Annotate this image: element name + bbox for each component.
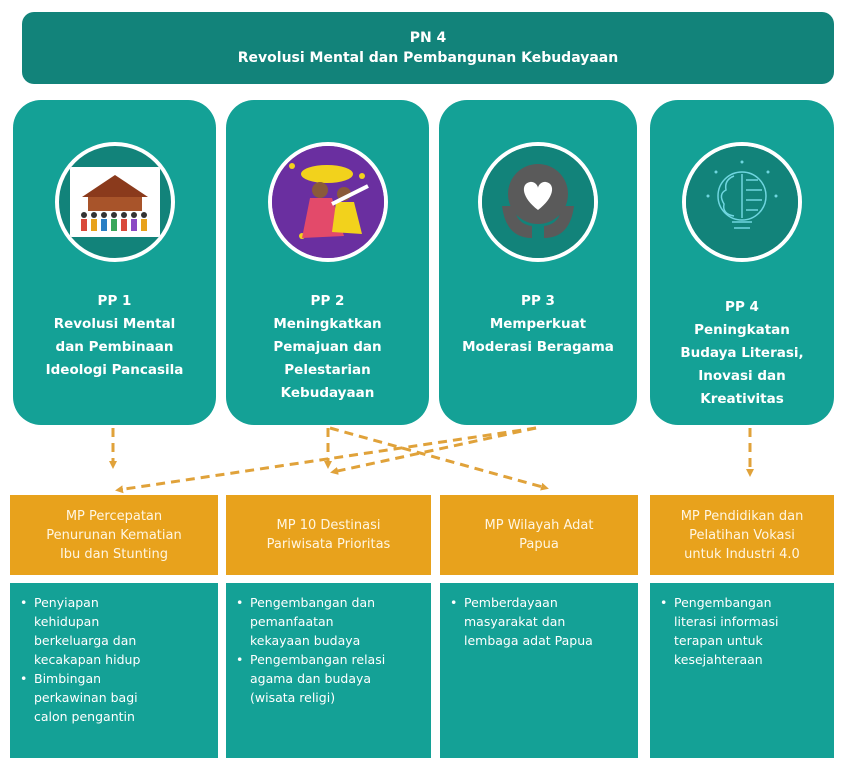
pp-2-code: PP 2: [310, 293, 345, 309]
pp-4-text: PP 4 Peningkatan Budaya Literasi, Inovas…: [650, 296, 834, 411]
detail-list-2: Pengembangan dan pemanfaatan kekayaan bu…: [226, 583, 431, 707]
pn4-code: PN 4: [409, 30, 447, 46]
detail-list-4: Pengembangan literasi informasi terapan …: [650, 583, 834, 669]
pp-card-4: PP 4 Peningkatan Budaya Literasi, Inovas…: [650, 100, 834, 425]
mp-1-line: Ibu dan Stunting: [59, 546, 169, 562]
pn4-header: PN 4 Revolusi Mental dan Pembangunan Keb…: [22, 12, 834, 84]
mp-1-line: Penurunan Kematian: [46, 527, 182, 543]
mp-box-1: MP Percepatan Penurunan Kematian Ibu dan…: [10, 495, 218, 575]
detail-box-3: Pemberdayaan masyarakat dan lembaga adat…: [440, 583, 638, 758]
bullet-line: (wisata religi): [250, 690, 336, 705]
arrow-pp3-mp1: [115, 426, 537, 494]
pp-3-line: Moderasi Beragama: [462, 339, 614, 355]
mp-box-2: MP 10 Destinasi Pariwisata Prioritas: [226, 495, 431, 575]
pp-3-line: Memperkuat: [489, 316, 587, 332]
bullet-line: kesejahteraan: [674, 652, 763, 667]
pp-2-line: Kebudayaan: [280, 385, 375, 401]
bullet-line: kehidupan: [34, 614, 100, 629]
pp-1-line: Ideologi Pancasila: [45, 362, 184, 378]
bullet-line: lembaga adat Papua: [464, 633, 593, 648]
bullet-line: Penyiapan: [34, 595, 99, 610]
mp-box-3: MP Wilayah Adat Papua: [440, 495, 638, 575]
bullet-line: perkawinan bagi: [34, 690, 138, 705]
pp-1-line: dan Pembinaan: [55, 339, 174, 355]
pp-3-text: PP 3 Memperkuat Moderasi Beragama: [439, 290, 637, 359]
pp-2-line: Pemajuan dan: [273, 339, 382, 355]
mp-3-line: Papua: [519, 537, 559, 552]
arrow-pp2-mp3: [329, 426, 549, 491]
detail-list-1: Penyiapan kehidupan berkeluarga dan keca…: [10, 583, 218, 726]
pp-2-line: Pelestarian: [284, 362, 371, 378]
pp-2-line: Meningkatkan: [273, 316, 382, 332]
bullet-line: masyarakat dan: [464, 614, 566, 629]
bullet-line: Bimbingan: [34, 671, 102, 686]
detail-bullet: Pengembangan dan pemanfaatan kekayaan bu…: [236, 593, 423, 650]
traditional-house-people-icon: [54, 142, 175, 262]
bullet-line: berkeluarga dan: [34, 633, 137, 648]
arrow-pp3-mp2: [330, 426, 537, 475]
pp-card-2: PP 2 Meningkatkan Pemajuan dan Pelestari…: [226, 100, 429, 425]
mp-1-line: MP Percepatan: [65, 508, 163, 524]
bullet-line: Pengembangan: [674, 595, 772, 610]
bullet-line: Pemberdayaan: [464, 595, 558, 610]
mp-4-line: untuk Industri 4.0: [684, 546, 800, 562]
bullet-line: Pengembangan relasi: [250, 652, 386, 667]
pn4-title: Revolusi Mental dan Pembangunan Kebudaya…: [237, 50, 619, 66]
pp-2-text: PP 2 Meningkatkan Pemajuan dan Pelestari…: [226, 290, 429, 405]
pp-1-code: PP 1: [97, 293, 132, 309]
mp-3-line: MP Wilayah Adat: [484, 518, 594, 533]
pp-1-line: Revolusi Mental: [53, 316, 176, 332]
bullet-line: calon pengantin: [34, 709, 135, 724]
detail-bullet: Pengembangan literasi informasi terapan …: [660, 593, 826, 669]
mp-2-line: Pariwisata Prioritas: [266, 537, 391, 552]
pp-card-3: PP 3 Memperkuat Moderasi Beragama: [439, 100, 637, 425]
hands-heart-icon: [478, 142, 598, 262]
mp-2-line: MP 10 Destinasi: [276, 518, 381, 533]
detail-bullet: Bimbingan perkawinan bagi calon penganti…: [20, 669, 210, 726]
detail-bullet: Pengembangan relasi agama dan budaya (wi…: [236, 650, 423, 707]
mp-box-4: MP Pendidikan dan Pelatihan Vokasi untuk…: [650, 495, 834, 575]
detail-bullet: Pemberdayaan masyarakat dan lembaga adat…: [450, 593, 630, 650]
bullet-line: agama dan budaya: [250, 671, 372, 686]
bullet-line: literasi informasi: [674, 614, 779, 629]
pp-card-1: PP 1 Revolusi Mental dan Pembinaan Ideol…: [13, 100, 216, 425]
bullet-line: kecakapan hidup: [34, 652, 141, 667]
mp-4-line: MP Pendidikan dan: [680, 508, 804, 524]
brain-lightbulb-icon: [682, 142, 802, 262]
bullet-line: pemanfaatan: [250, 614, 334, 629]
bullet-line: Pengembangan dan: [250, 595, 376, 610]
detail-bullet: Penyiapan kehidupan berkeluarga dan keca…: [20, 593, 210, 669]
pp-4-code: PP 4: [725, 299, 759, 315]
pp-4-line: Inovasi dan: [698, 368, 786, 384]
pp-4-line: Peningkatan: [694, 322, 790, 338]
detail-box-2: Pengembangan dan pemanfaatan kekayaan bu…: [226, 583, 431, 758]
bullet-line: terapan untuk: [674, 633, 763, 648]
dancers-icon: [267, 142, 388, 262]
mp-4-line: Pelatihan Vokasi: [689, 527, 795, 543]
pp-3-code: PP 3: [521, 293, 555, 309]
detail-box-4: Pengembangan literasi informasi terapan …: [650, 583, 834, 758]
pp-1-text: PP 1 Revolusi Mental dan Pembinaan Ideol…: [13, 290, 216, 382]
pp-4-line: Kreativitas: [700, 391, 784, 407]
detail-list-3: Pemberdayaan masyarakat dan lembaga adat…: [440, 583, 638, 650]
pp-4-line: Budaya Literasi,: [680, 345, 804, 361]
bullet-line: kekayaan budaya: [250, 633, 361, 648]
detail-box-1: Penyiapan kehidupan berkeluarga dan keca…: [10, 583, 218, 758]
